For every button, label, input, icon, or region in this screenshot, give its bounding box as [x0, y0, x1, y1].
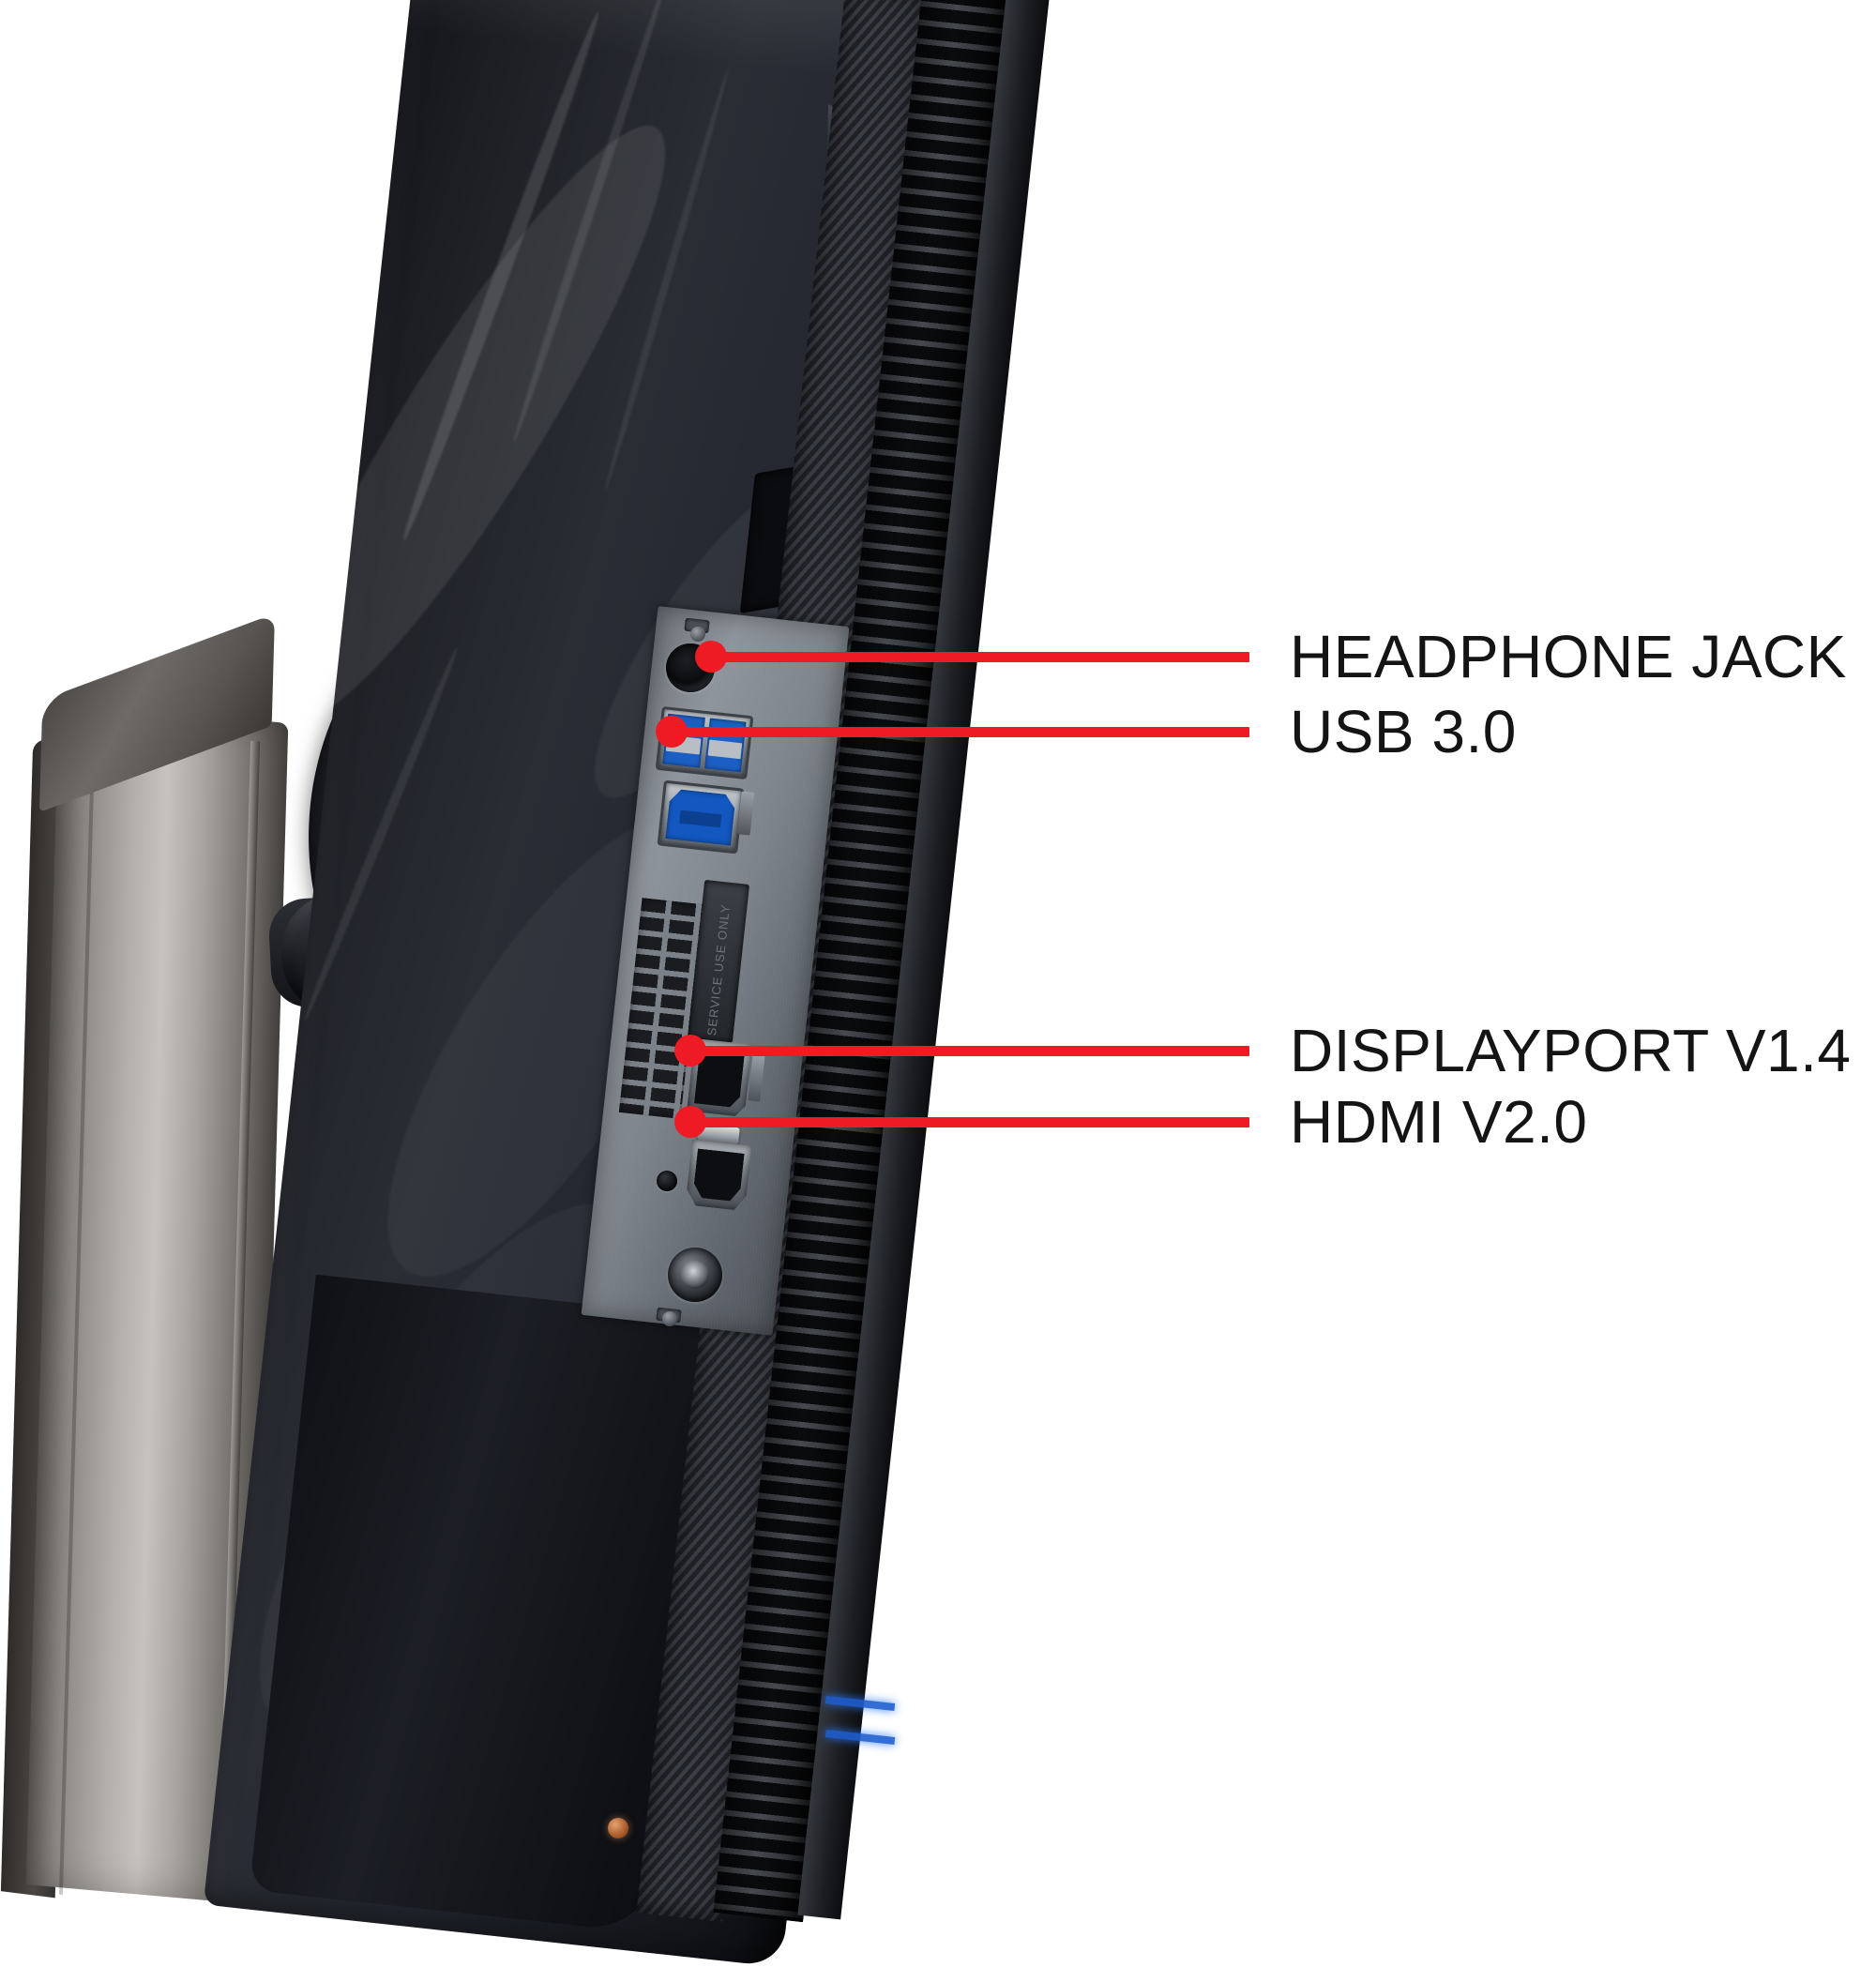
callout-dot-usb-a — [656, 716, 688, 748]
callout-label-hdmi: HDMI V2.0 — [1290, 1088, 1588, 1156]
monitor-illustration: SERVICE USE ONLY — [0, 0, 1876, 1876]
callout-leader-line-displayport — [704, 1046, 1249, 1056]
callout-leader-line-usb-a — [685, 727, 1249, 737]
callout-dot-displayport — [674, 1035, 706, 1067]
callout-dot-hdmi — [674, 1106, 706, 1138]
callout-dot-headphone-jack — [695, 641, 727, 673]
copper-accent-dot — [608, 1818, 628, 1838]
callout-label-usb-a: USB 3.0 — [1290, 698, 1517, 765]
callout-leader-line-headphone-jack — [724, 652, 1249, 662]
callout-label-headphone-jack: HEADPHONE JACK — [1290, 623, 1847, 690]
callout-label-displayport: DISPLAYPORT V1.4 — [1290, 1017, 1852, 1084]
callout-leader-line-hdmi — [704, 1117, 1249, 1127]
